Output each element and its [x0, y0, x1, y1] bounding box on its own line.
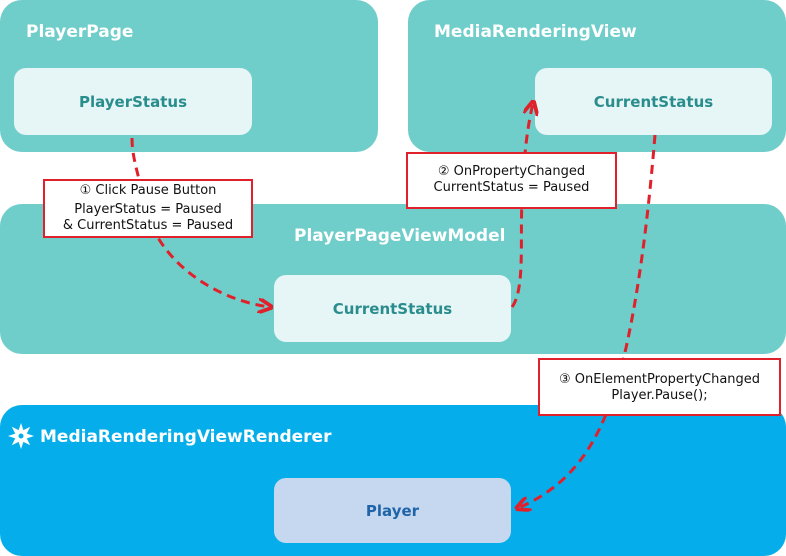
step3-note: ③ OnElementPropertyChanged Player.Pause(… — [538, 358, 781, 416]
step3-line2: Player.Pause(); — [611, 388, 708, 403]
player-status-box: PlayerStatus — [14, 68, 252, 135]
media-rendering-view-title: MediaRenderingView — [434, 22, 637, 42]
current-status-box-view: CurrentStatus — [535, 68, 772, 135]
renderer-title: MediaRenderingViewRenderer — [40, 427, 332, 447]
player-page-panel: PlayerPage PlayerStatus — [0, 0, 378, 152]
player-box: Player — [274, 478, 511, 543]
view-model-title: PlayerPageViewModel — [294, 226, 506, 246]
step1-note: ① Click Pause Button PlayerStatus = Paus… — [43, 179, 253, 238]
step2-line2: CurrentStatus = Paused — [433, 180, 590, 195]
media-rendering-view-panel: MediaRenderingView CurrentStatus — [408, 0, 786, 152]
xamarin-logo-icon — [6, 421, 36, 451]
step3-line1: ③ OnElementPropertyChanged — [558, 372, 761, 387]
step1-line1: ① Click Pause Button — [79, 183, 217, 198]
renderer-panel: MediaRenderingViewRenderer Player — [0, 405, 786, 556]
current-status-box-viewmodel: CurrentStatus — [274, 275, 511, 342]
step2-note: ② OnPropertyChanged CurrentStatus = Paus… — [406, 152, 617, 209]
step2-line1: ② OnPropertyChanged — [437, 164, 586, 179]
step1-line2: PlayerStatus = Paused — [74, 202, 222, 217]
step1-line3: & CurrentStatus = Paused — [62, 218, 234, 233]
player-page-title: PlayerPage — [26, 22, 134, 42]
